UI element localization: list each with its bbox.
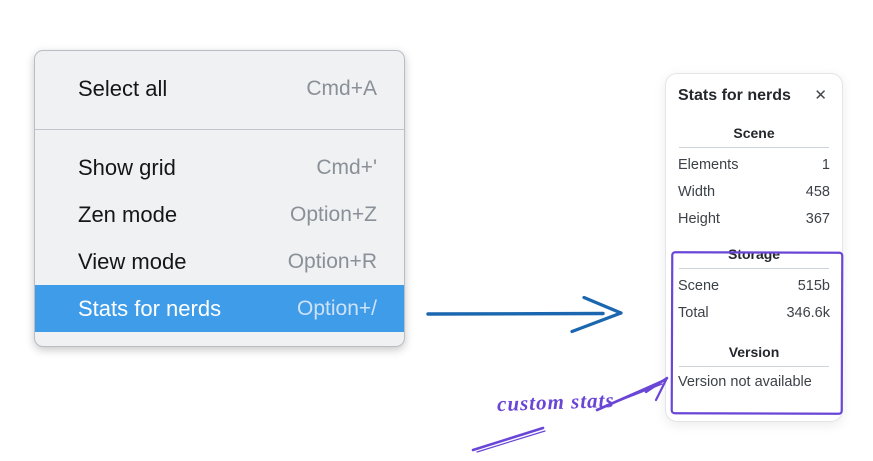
- menu-item-shortcut: Cmd+': [316, 155, 377, 179]
- stat-value: 367: [805, 210, 830, 227]
- menu-item-shortcut: Cmd+A: [306, 77, 377, 100]
- stats-panel-title: Stats for nerds: [678, 86, 791, 104]
- stats-section-header: Storage: [727, 246, 781, 262]
- stat-row-total-storage: Total 346.6k: [678, 299, 830, 326]
- menu-section: Show grid Cmd+' Zen mode Option+Z View m…: [35, 130, 404, 332]
- version-note: Version not available: [678, 374, 812, 390]
- stat-value: 346.6k: [786, 304, 830, 321]
- menu-item-stats-for-nerds[interactable]: Stats for nerds Option+/: [35, 285, 404, 332]
- menu-item-label: Stats for nerds: [78, 295, 222, 321]
- stats-panel-titlebar: Stats for nerds ✕: [678, 86, 830, 105]
- context-menu: Select all Cmd+A Show grid Cmd+' Zen mod…: [34, 50, 405, 347]
- stats-section-scene: Scene Elements 1 Width 458 Height 367: [678, 125, 830, 232]
- stat-row-width: Width 458: [678, 178, 830, 205]
- stat-label: Width: [678, 183, 716, 200]
- custom-stats-annotation-label: custom stats: [496, 387, 615, 417]
- stat-label: Scene: [678, 277, 720, 294]
- menu-item-show-grid[interactable]: Show grid Cmd+': [35, 144, 404, 191]
- stats-section-header: Version: [728, 344, 780, 360]
- menu-item-shortcut: Option+Z: [290, 202, 377, 226]
- stat-row-elements: Elements 1: [678, 151, 830, 178]
- section-divider: [679, 147, 829, 148]
- menu-item-label: Show grid: [78, 154, 176, 180]
- section-divider: [679, 366, 829, 367]
- stat-label: Elements: [678, 156, 739, 173]
- blue-arrow: [426, 295, 623, 334]
- menu-item-zen-mode[interactable]: Zen mode Option+Z: [35, 191, 404, 238]
- menu-item-label: Select all: [78, 76, 168, 101]
- menu-item-label: View mode: [78, 248, 187, 274]
- close-icon[interactable]: ✕: [811, 86, 830, 105]
- stat-row-height: Height 367: [678, 205, 830, 232]
- stat-row-scene-storage: Scene 515b: [678, 272, 830, 299]
- stat-label: Total: [678, 304, 709, 321]
- stat-value: 458: [805, 183, 830, 200]
- stats-section-storage: Storage Scene 515b Total 346.6k: [678, 246, 830, 326]
- menu-item-view-mode[interactable]: View mode Option+R: [35, 238, 404, 285]
- menu-divider: [35, 129, 404, 130]
- menu-item-shortcut: Option+/: [297, 296, 377, 320]
- stats-section-header: Scene: [733, 125, 775, 141]
- stat-value: 515b: [797, 277, 830, 294]
- stats-section-version: Version Version not available: [678, 344, 830, 390]
- stat-value: 1: [821, 156, 830, 173]
- menu-item-label: Zen mode: [78, 201, 178, 227]
- section-divider: [679, 268, 829, 269]
- stat-label: Height: [678, 210, 720, 227]
- custom-stats-tail-stroke: [471, 426, 546, 453]
- menu-item-shortcut: Option+R: [287, 249, 377, 273]
- menu-item-select-all[interactable]: Select all Cmd+A: [35, 61, 404, 117]
- stats-for-nerds-panel: Stats for nerds ✕ Scene Elements 1 Width…: [665, 73, 843, 422]
